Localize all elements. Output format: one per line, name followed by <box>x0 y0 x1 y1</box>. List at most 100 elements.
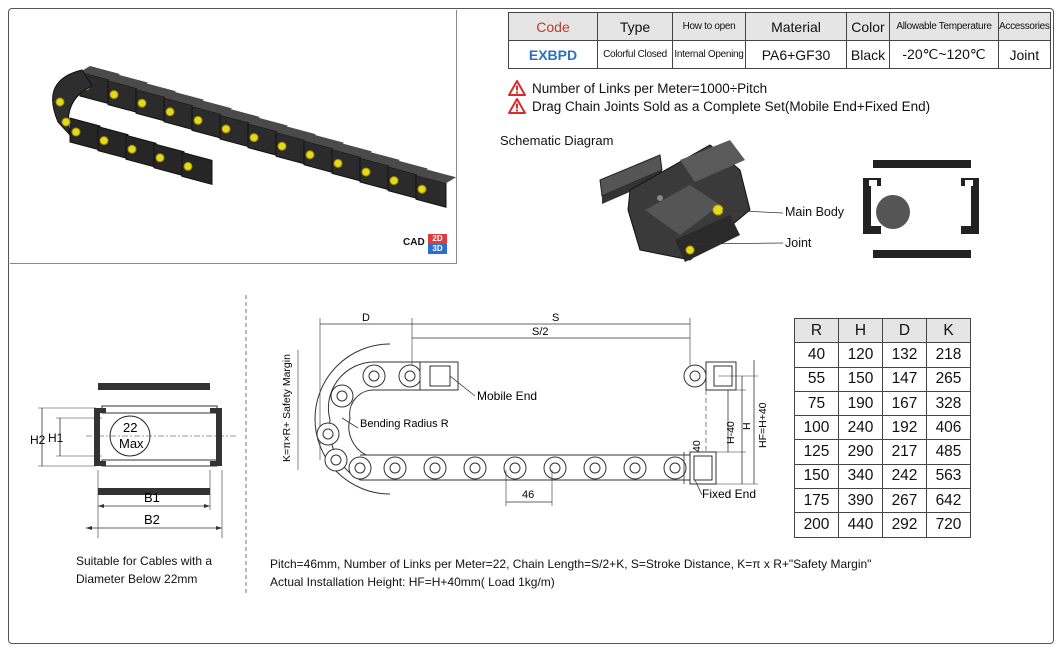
warning-icon <box>508 98 526 114</box>
page-frame <box>8 8 1054 644</box>
h1-label: H1 <box>48 431 64 445</box>
chain-link-top <box>416 169 456 184</box>
chain-link-hole <box>389 462 401 474</box>
chain-link-hole <box>354 462 366 474</box>
dim-cell: 390 <box>838 488 883 514</box>
cable-caption-line1: Suitable for Cables with a <box>76 554 213 568</box>
chain-link-top <box>304 134 344 149</box>
h-label: H <box>741 422 753 430</box>
max-diameter-value: 22 <box>123 420 137 435</box>
dim-cell: 192 <box>882 415 927 441</box>
link-pin <box>127 144 137 154</box>
dim-cell: 120 <box>838 342 883 368</box>
cable-caption: Suitable for Cables with a Diameter Belo… <box>76 552 212 588</box>
dim-cell: 132 <box>882 342 927 368</box>
dim-cell: 290 <box>838 439 883 465</box>
link-pin <box>137 98 147 108</box>
dim-cell: 292 <box>882 512 927 538</box>
spec-header-type: Type <box>597 12 673 41</box>
bending-radius-label: Bending Radius R <box>360 418 449 430</box>
chain-link-top <box>248 117 288 132</box>
dashed-divider <box>245 295 247 595</box>
fixed-end-label: Fixed End <box>702 487 756 501</box>
spec-value-row: EXBPD Colorful Closed Internal Opening P… <box>508 40 1051 69</box>
cad-badge[interactable]: CAD 2D 3D <box>403 234 447 254</box>
h2-label: H2 <box>30 433 46 447</box>
side-view-drawing: D S S/2 K=π×R+ Safety Margin Mobile End … <box>281 312 769 506</box>
link-pin <box>361 167 371 177</box>
spec-material-value: PA6+GF30 <box>745 40 847 69</box>
footer-line2: Actual Installation Height: HF=H+40mm( L… <box>270 575 555 589</box>
chain-link-top <box>388 160 428 175</box>
chain-links <box>316 361 691 481</box>
chain-link-top <box>80 66 120 80</box>
dim-cell: 150 <box>794 463 839 490</box>
spec-header-code: Code <box>508 12 598 41</box>
spec-color-value: Black <box>846 40 890 69</box>
main-body-label: Main Body <box>785 205 845 219</box>
chain-link-hole <box>549 462 561 474</box>
link-pin <box>333 158 343 168</box>
footer-notes: Pitch=46mm, Number of Links per Meter=22… <box>270 555 871 591</box>
safety-margin-label: K=π×R+ Safety Margin <box>281 354 293 462</box>
spec-accessories-value: Joint <box>998 40 1051 69</box>
link-pin <box>277 141 287 151</box>
dim-header-k: K <box>926 317 971 344</box>
dim-cell: 642 <box>926 488 971 514</box>
note-links-text: Number of Links per Meter=1000÷Pitch <box>532 80 768 96</box>
dim-cell: 406 <box>926 415 971 441</box>
chain-link-hole <box>322 428 334 440</box>
cad-text: CAD <box>403 237 425 248</box>
chain-link-hole <box>336 390 348 402</box>
dim-cell: 563 <box>926 463 971 490</box>
dim-cell: 125 <box>794 439 839 465</box>
chain-link-top <box>276 126 316 141</box>
link-pin <box>61 117 71 127</box>
chain-link-hole <box>669 462 681 474</box>
spec-open-value: Internal Opening <box>672 40 746 69</box>
link-pin <box>99 136 109 146</box>
spec-header-color: Color <box>846 12 890 41</box>
dim-cell: 440 <box>838 512 883 538</box>
chain-link-top <box>360 152 400 166</box>
chain-link-top <box>108 74 148 89</box>
s-label: S <box>552 312 559 324</box>
dim-cell: 217 <box>882 439 927 465</box>
chain-bend <box>52 69 93 137</box>
chain-link-hole <box>589 462 601 474</box>
dim-header-row: R H D K <box>794 317 971 344</box>
chain-link-hole <box>429 462 441 474</box>
b2-label: B2 <box>144 512 160 527</box>
dim-cell: 328 <box>926 390 971 417</box>
h-minus-label: H-40 <box>725 421 737 444</box>
dim-cell: 218 <box>926 342 971 368</box>
d-label: D <box>362 312 370 324</box>
chain-link-top <box>332 143 372 158</box>
dim-cell: 242 <box>882 463 927 490</box>
spec-temperature-value: -20℃~120℃ <box>889 40 999 69</box>
note-joints-text: Drag Chain Joints Sold as a Complete Set… <box>532 98 931 114</box>
schematic-cross-section <box>863 160 979 258</box>
chain-link-hole <box>368 370 380 382</box>
product-photo <box>10 10 457 264</box>
warning-icon <box>508 80 526 96</box>
link-pin <box>417 184 427 194</box>
dim-header-d: D <box>882 317 927 344</box>
spec-table: Code Type How to open Material Color All… <box>508 12 1051 69</box>
spec-header-row: Code Type How to open Material Color All… <box>508 12 1051 41</box>
dim-cell: 100 <box>794 415 839 441</box>
link-pin <box>55 97 65 107</box>
chain-link-hole <box>509 462 521 474</box>
link-pin <box>249 133 259 143</box>
schematic-link-render <box>599 140 784 262</box>
dim-cell: 340 <box>838 463 883 490</box>
